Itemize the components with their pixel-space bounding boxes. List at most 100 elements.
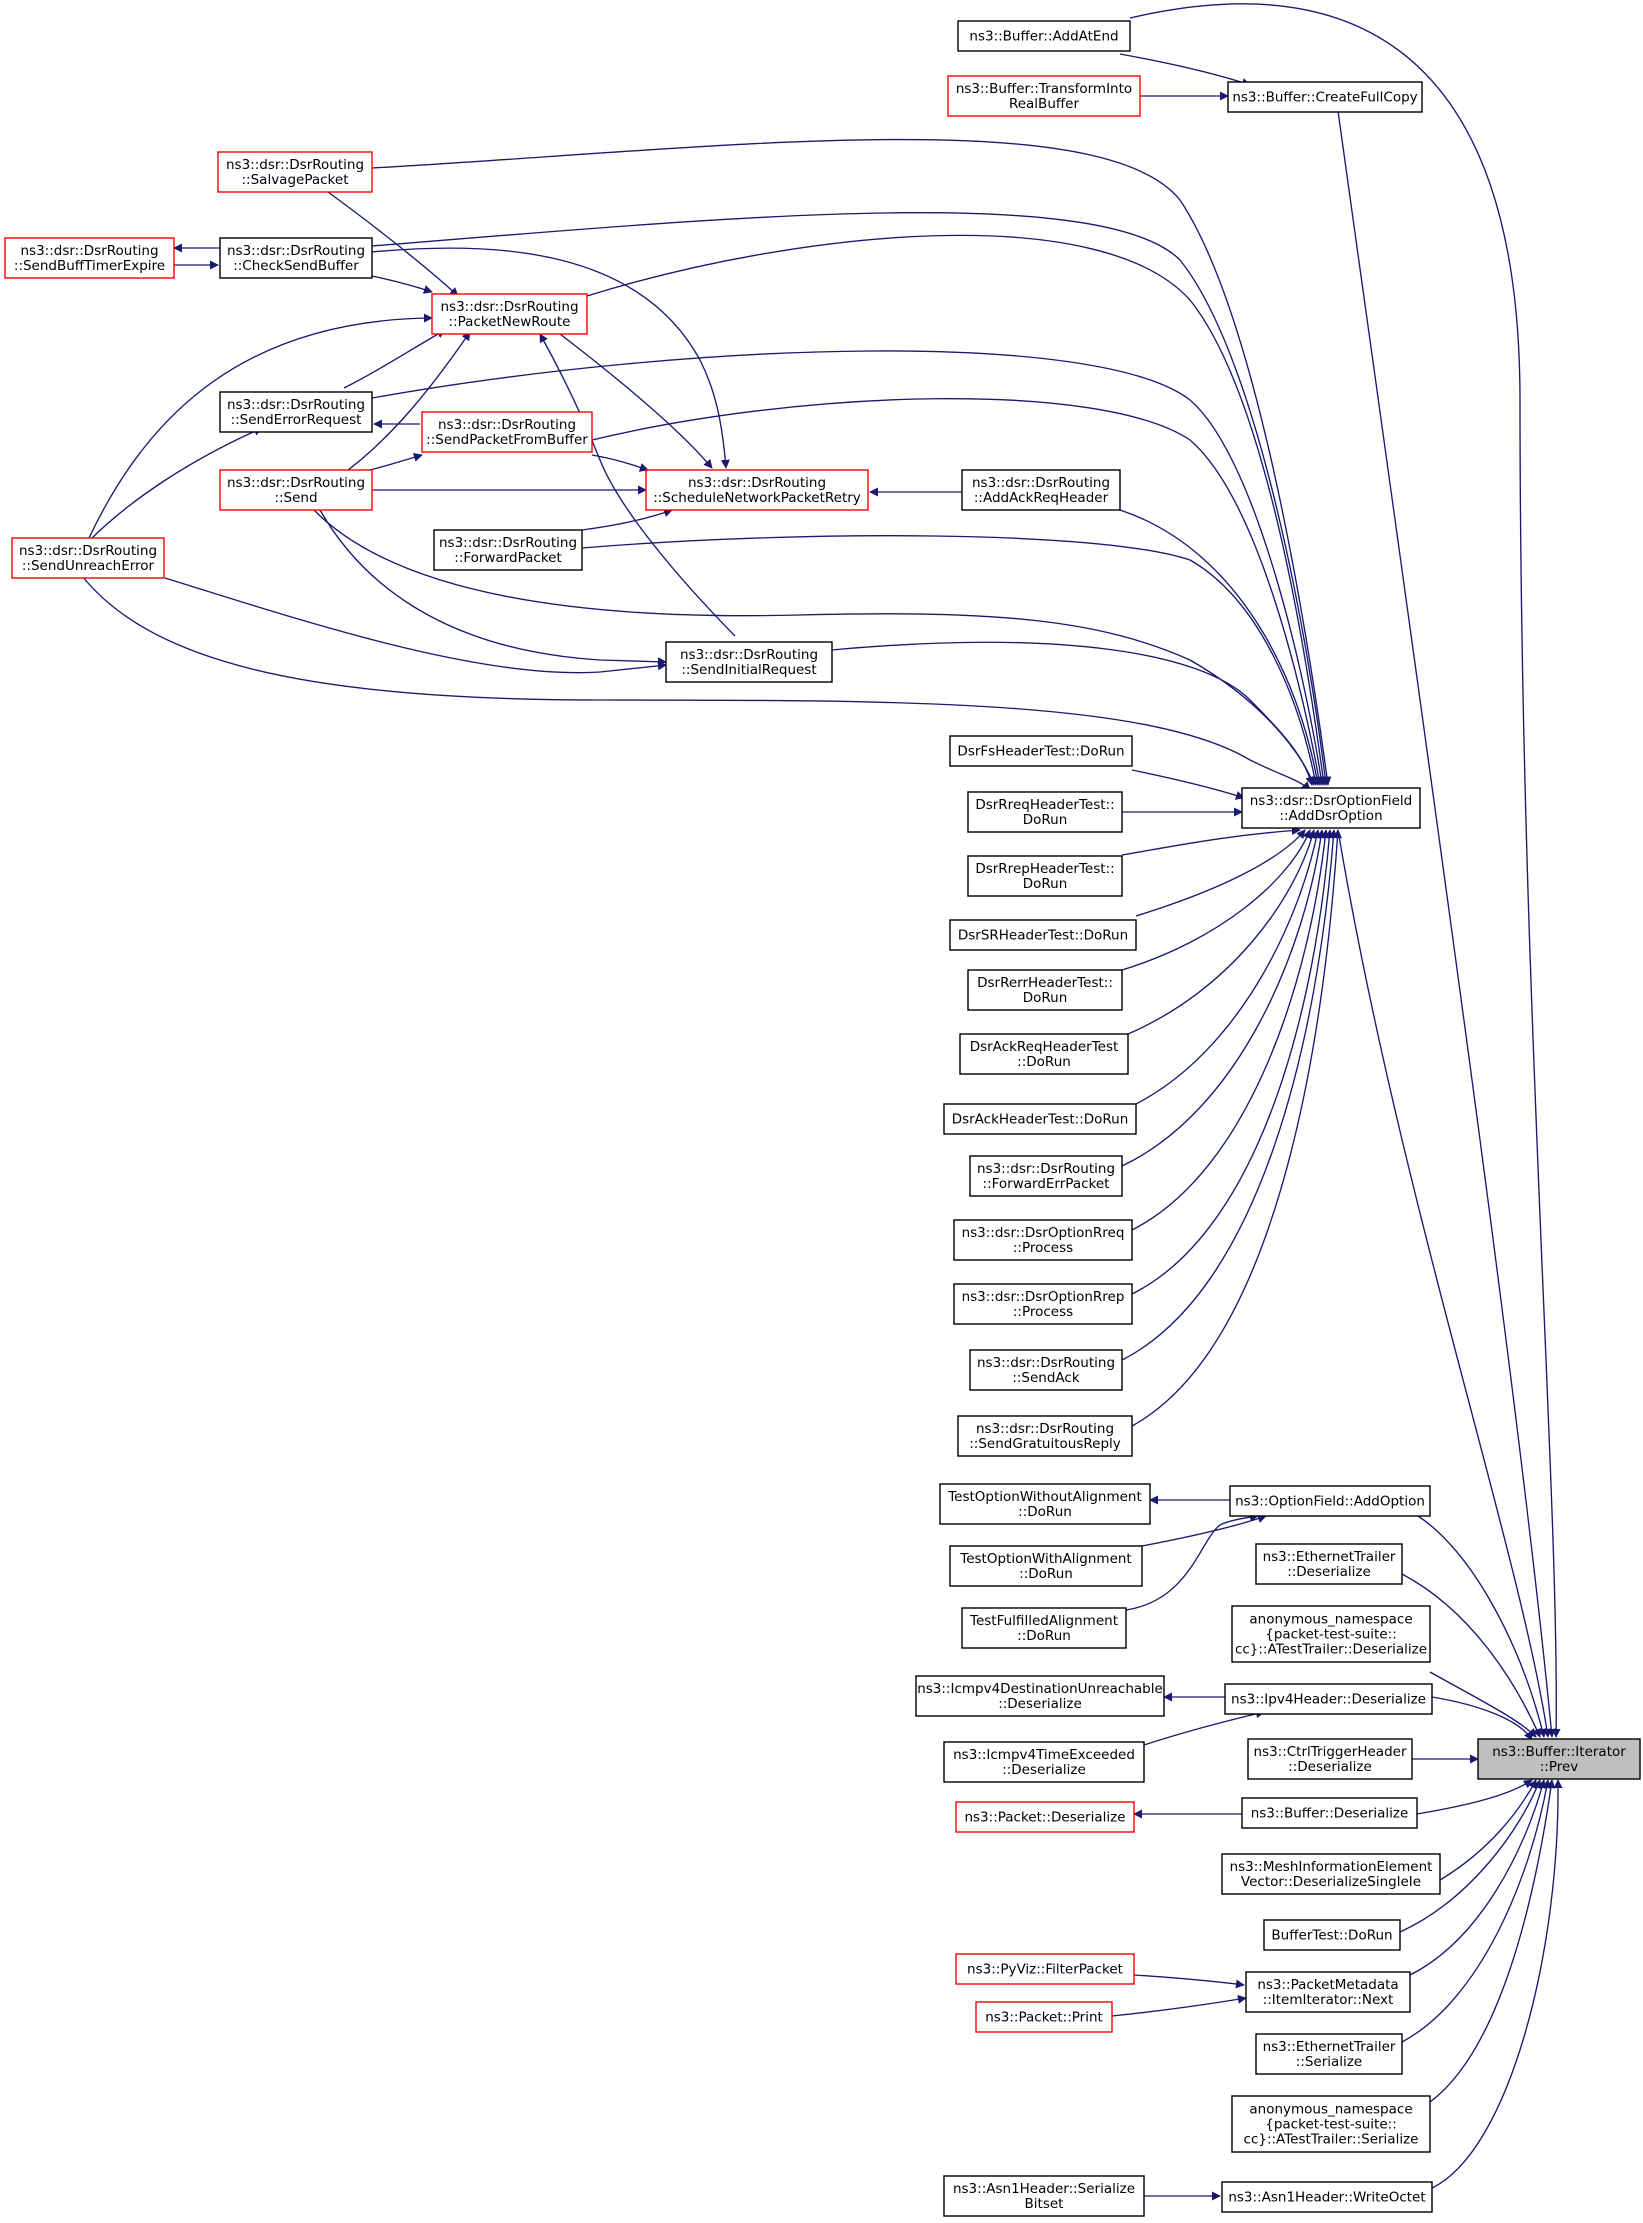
- node-ns3-dsr-dsrrouting-sendinitialrequest-box: [665, 641, 833, 683]
- node-label-line: ::Deserialize: [1288, 1759, 1372, 1775]
- node-anonymous-namespace-packet-test-suite-cc-atesttrailer-deserialize[interactable]: anonymous_namespace{packet-test-suite::c…: [1231, 1605, 1431, 1663]
- node-ns3-optionfield-addoption[interactable]: ns3::OptionField::AddOption: [1229, 1485, 1431, 1517]
- node-ns3-dsr-dsrrouting-forwarderrpacket-box: [969, 1155, 1123, 1197]
- node-ns3-buffer-iterator-prev[interactable]: ns3::Buffer::Iterator::Prev: [1477, 1738, 1641, 1780]
- node-ns3-pyviz-filterpacket-box: [955, 1953, 1135, 1985]
- node-label-line: ns3::dsr::DsrRouting: [977, 1161, 1115, 1177]
- node-label-line: ::DoRun: [1018, 1504, 1072, 1520]
- node-ns3-dsr-dsrrouting-packetnewroute[interactable]: ns3::dsr::DsrRouting::PacketNewRoute: [431, 293, 588, 335]
- node-ns3-dsr-dsrrouting-salvagepacket[interactable]: ns3::dsr::DsrRouting::SalvagePacket: [217, 151, 373, 193]
- node-ns3-asn1header-writeoctet[interactable]: ns3::Asn1Header::WriteOctet: [1221, 2181, 1433, 2213]
- node-ns3-dsr-dsrrouting-addackreqheader[interactable]: ns3::dsr::DsrRouting::AddAckReqHeader: [961, 469, 1121, 511]
- node-label-line: DsrRerrHeaderTest::: [977, 975, 1113, 991]
- node-testfulfilledalignment-dorun[interactable]: TestFulfilledAlignment::DoRun: [961, 1607, 1127, 1649]
- node-label-line: ns3::dsr::DsrRouting: [440, 299, 578, 315]
- node-ns3-meshinformationelement-vector-deserializesingleie[interactable]: ns3::MeshInformationElementVector::Deser…: [1221, 1853, 1441, 1895]
- node-label-line: {packet-test-suite::: [1265, 2117, 1397, 2133]
- edge-dsrrrep-to-adddsroption: [1121, 826, 1301, 856]
- node-ns3-buffer-deserialize[interactable]: ns3::Buffer::Deserialize: [1241, 1797, 1418, 1829]
- node-ns3-dsr-dsrrouting-forwardpacket[interactable]: ns3::dsr::DsrRouting::ForwardPacket: [433, 529, 583, 571]
- node-ns3-packetmetadata-itemiterator-next[interactable]: ns3::PacketMetadata::ItemIterator::Next: [1245, 1971, 1411, 2013]
- node-ns3-buffer-createfullcopy[interactable]: ns3::Buffer::CreateFullCopy: [1227, 81, 1423, 113]
- node-ns3-icmpv4timeexceeded-deserialize[interactable]: ns3::Icmpv4TimeExceeded::Deserialize: [943, 1741, 1145, 1783]
- edge-ethtrailer-ser-to-prev: [1401, 1779, 1551, 2043]
- node-dsrfsheadertest-dorun[interactable]: DsrFsHeaderTest::DoRun: [949, 735, 1133, 767]
- node-ns3-dsr-dsroptionfield-adddsroption[interactable]: ns3::dsr::DsrOptionField::AddDsrOption: [1241, 787, 1421, 829]
- node-ns3-ctrltriggerheader-deserialize[interactable]: ns3::CtrlTriggerHeader::Deserialize: [1247, 1738, 1413, 1780]
- node-ns3-dsr-dsroptionrrep-process-box: [953, 1283, 1133, 1325]
- node-ns3-packet-print-box: [975, 2001, 1113, 2033]
- node-ns3-ethernettrailer-deserialize[interactable]: ns3::EthernetTrailer::Deserialize: [1255, 1543, 1403, 1585]
- node-label-line: ns3::dsr::DsrOptionField: [1250, 793, 1412, 809]
- node-ns3-dsr-dsrrouting-send[interactable]: ns3::dsr::DsrRouting::Send: [219, 469, 373, 511]
- node-ns3-dsr-dsroptionrrep-process[interactable]: ns3::dsr::DsrOptionRrep::Process: [953, 1283, 1133, 1325]
- edge-filterpacket-to-itemiterator: [1133, 1974, 1245, 1989]
- node-dsrrrepheadertest-dorun[interactable]: DsrRrepHeaderTest::DoRun: [967, 855, 1123, 897]
- node-ns3-dsr-dsrrouting-senderrorrequest[interactable]: ns3::dsr::DsrRouting::SendErrorRequest: [219, 391, 373, 433]
- node-anonymous-namespace-packet-test-suite-cc-atesttrailer-deserialize-box: [1231, 1605, 1431, 1663]
- node-label-line: {packet-test-suite::: [1265, 1627, 1397, 1643]
- node-label-line: DoRun: [1023, 876, 1068, 892]
- node-label-line: ::Serialize: [1296, 2054, 1362, 2070]
- node-label-line: ::Deserialize: [1002, 1762, 1086, 1778]
- edge-send-to-sendpfb: [369, 452, 423, 471]
- node-label-line: ::AddDsrOption: [1279, 808, 1382, 824]
- edge-addackreq-to-adddsroption: [1119, 509, 1322, 786]
- node-ns3-ethernettrailer-deserialize-box: [1255, 1543, 1403, 1585]
- node-testoptionwithoutalignment-dorun[interactable]: TestOptionWithoutAlignment::DoRun: [939, 1483, 1151, 1525]
- node-ns3-packet-deserialize[interactable]: ns3::Packet::Deserialize: [955, 1801, 1135, 1833]
- node-ns3-dsr-dsrrouting-sendgratuitousreply[interactable]: ns3::dsr::DsrRouting::SendGratuitousRepl…: [957, 1415, 1133, 1457]
- edge-sendunreach-to-packetnewroute: [87, 313, 433, 541]
- edge-senderror-to-packetnewroute: [343, 329, 446, 389]
- node-ns3-buffer-transforminto-realbuffer-box: [947, 75, 1141, 117]
- edge-addatend-to-prev: [1129, 3, 1561, 1738]
- node-ns3-optionfield-addoption-box: [1229, 1485, 1431, 1517]
- node-ns3-dsr-dsrrouting-forwarderrpacket[interactable]: ns3::dsr::DsrRouting::ForwardErrPacket: [969, 1155, 1123, 1197]
- node-dsrsrheadertest-dorun[interactable]: DsrSRHeaderTest::DoRun: [949, 919, 1137, 951]
- edge-rreq-process-to-adddsroption: [1131, 829, 1330, 1231]
- node-ns3-dsr-dsroptionfield-adddsroption-box: [1241, 787, 1421, 829]
- node-label-line: Vector::DeserializeSingleIe: [1241, 1874, 1421, 1890]
- node-ns3-buffer-addatend[interactable]: ns3::Buffer::AddAtEnd: [957, 20, 1131, 52]
- node-ns3-dsr-dsrrouting-salvagepacket-box: [217, 151, 373, 193]
- node-ns3-dsr-dsrrouting-sendunreacherror[interactable]: ns3::dsr::DsrRouting::SendUnreachError: [11, 537, 165, 579]
- node-anonymous-namespace-packet-test-suite-cc-atesttrailer-serialize[interactable]: anonymous_namespace{packet-test-suite::c…: [1231, 2095, 1431, 2153]
- node-buffertest-dorun[interactable]: BufferTest::DoRun: [1263, 1919, 1401, 1951]
- node-ns3-dsr-dsrrouting-sendack-box: [969, 1349, 1123, 1391]
- node-ns3-icmpv4destinationunreachable-deserialize[interactable]: ns3::Icmpv4DestinationUnreachable::Deser…: [915, 1675, 1165, 1717]
- node-label-line: ns3::dsr::DsrRouting: [976, 1421, 1114, 1437]
- node-ns3-pyviz-filterpacket[interactable]: ns3::PyViz::FilterPacket: [955, 1953, 1135, 1985]
- edge-icmptime-to-ipv4: [1143, 1709, 1265, 1746]
- edge-dsrrerr-to-adddsroption: [1121, 829, 1312, 971]
- edge-meshinfo-to-prev: [1439, 1779, 1537, 1881]
- node-ns3-dsr-dsrrouting-sendpacketfrombuffer[interactable]: ns3::dsr::DsrRouting::SendPacketFromBuff…: [421, 411, 593, 453]
- node-label-line: ::Process: [1013, 1304, 1073, 1320]
- node-label-line: ns3::Asn1Header::Serialize: [953, 2181, 1135, 2197]
- edge-checksend-to-packetnewroute: [371, 275, 433, 294]
- node-ns3-dsr-dsrrouting-sendbufftimerexpire[interactable]: ns3::dsr::DsrRouting::SendBuffTimerExpir…: [4, 237, 175, 279]
- node-dsrrerrheadertest-dorun[interactable]: DsrRerrHeaderTest::DoRun: [967, 969, 1123, 1011]
- node-ns3-dsr-dsrrouting-sendinitialrequest[interactable]: ns3::dsr::DsrRouting::SendInitialRequest: [665, 641, 833, 683]
- node-ns3-packet-print[interactable]: ns3::Packet::Print: [975, 2001, 1113, 2033]
- node-dsrackreqheadertest-dorun[interactable]: DsrAckReqHeaderTest::DoRun: [959, 1033, 1129, 1075]
- node-label-line: ::SendErrorRequest: [231, 412, 362, 428]
- node-ns3-dsr-dsroptionrreq-process[interactable]: ns3::dsr::DsrOptionRreq::Process: [953, 1219, 1133, 1261]
- node-ns3-ethernettrailer-serialize[interactable]: ns3::EthernetTrailer::Serialize: [1255, 2033, 1403, 2075]
- call-nodes: ns3::Buffer::Iterator::Prevns3::Buffer::…: [4, 20, 1641, 2217]
- node-ns3-ipv4header-deserialize[interactable]: ns3::Ipv4Header::Deserialize: [1224, 1683, 1433, 1715]
- node-ns3-dsr-dsrrouting-checksendbuffer[interactable]: ns3::dsr::DsrRouting::CheckSendBuffer: [219, 237, 373, 279]
- node-buffertest-dorun-box: [1263, 1919, 1401, 1951]
- node-label-line: ::AddAckReqHeader: [974, 490, 1109, 506]
- node-ns3-packetmetadata-itemiterator-next-box: [1245, 1971, 1411, 2013]
- node-ns3-dsr-dsrrouting-sendack[interactable]: ns3::dsr::DsrRouting::SendAck: [969, 1349, 1123, 1391]
- node-testoptionwithalignment-dorun[interactable]: TestOptionWithAlignment::DoRun: [949, 1545, 1143, 1587]
- node-dsrrreqheadertest-dorun[interactable]: DsrRreqHeaderTest::DoRun: [967, 791, 1123, 833]
- node-ns3-dsr-dsrrouting-send-box: [219, 469, 373, 511]
- node-label-line: ns3::dsr::DsrRouting: [972, 475, 1110, 491]
- node-label-line: ns3::Asn1Header::WriteOctet: [1228, 2190, 1425, 2206]
- node-dsrackheadertest-dorun[interactable]: DsrAckHeaderTest::DoRun: [943, 1103, 1137, 1135]
- node-ns3-dsr-dsrrouting-schedulenetworkpacketretry[interactable]: ns3::dsr::DsrRouting::ScheduleNetworkPac…: [645, 469, 869, 511]
- node-label-line: ::SendAck: [1012, 1370, 1080, 1386]
